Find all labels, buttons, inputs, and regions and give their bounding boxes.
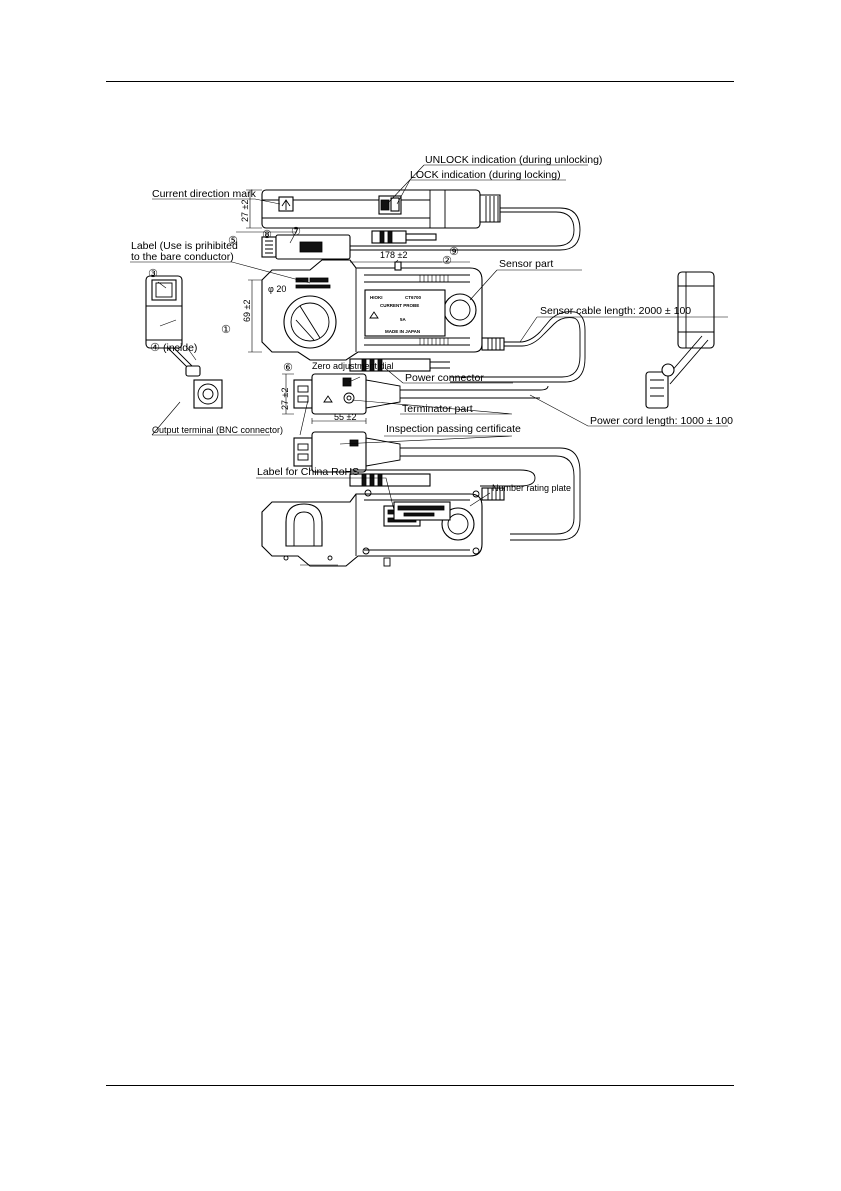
rear-view-cables bbox=[293, 431, 581, 541]
leader-lines bbox=[130, 164, 728, 511]
front-view-sensor: HIOKI CT6700 CURRENT PROBE 5A MADE IN JA… bbox=[242, 250, 483, 361]
inside-label: (inside) bbox=[163, 342, 197, 354]
callout-3: ③ bbox=[148, 268, 158, 280]
zero-adjustment-dial-label: Zero adjustment dial bbox=[312, 361, 394, 371]
current-direction-arrow-icon bbox=[281, 199, 291, 210]
inspection-certificate-label: Inspection passing certificate bbox=[386, 423, 521, 435]
dim-height: 69 ±2 bbox=[242, 300, 252, 322]
device-product-name: CURRENT PROBE bbox=[380, 303, 419, 308]
label-warning-line1: Label (Use is prihibited bbox=[131, 240, 238, 252]
number-rating-plate-label: Number rating plate bbox=[492, 483, 571, 493]
dim-length: 178 ±2 bbox=[380, 250, 407, 260]
callout-7: ⑦ bbox=[291, 226, 301, 238]
dim-terminator-thickness: 27 ±2 bbox=[280, 388, 290, 410]
callout-9: ⑨ bbox=[449, 246, 459, 258]
callout-8: ⑧ bbox=[262, 229, 272, 241]
output-terminal-label: Output terminal (BNC connector) bbox=[152, 425, 283, 435]
device-rating: 5A bbox=[400, 317, 407, 322]
rear-view-sensor bbox=[261, 489, 483, 567]
terminator-warning-icon bbox=[323, 395, 333, 403]
device-brand: HIOKI bbox=[370, 295, 383, 300]
label-warning-line2: to the bare conductor) bbox=[131, 251, 234, 263]
strain-relief-top bbox=[485, 196, 499, 222]
callout-4: ④ bbox=[150, 342, 160, 354]
footer-rule bbox=[106, 1085, 734, 1086]
right-side-view bbox=[645, 271, 715, 409]
device-model: CT6700 bbox=[405, 295, 422, 300]
dim-terminator-length: 55 ±2 bbox=[334, 412, 356, 422]
terminator-part-label: Terminator part bbox=[402, 403, 473, 415]
header-rule bbox=[106, 81, 734, 82]
unlock-indication-label: UNLOCK indication (during unlocking) bbox=[425, 154, 602, 166]
sensor-cable-top bbox=[320, 207, 581, 251]
callouts: ① ② ③ ④ ⑤ ⑥ ⑦ ⑧ ⑨ bbox=[148, 226, 459, 374]
left-side-view bbox=[145, 275, 223, 409]
callout-2: ② bbox=[442, 255, 452, 267]
power-connector-label: Power connector bbox=[405, 372, 484, 384]
power-connector-front bbox=[349, 358, 450, 372]
current-direction-mark-label: Current direction mark bbox=[152, 188, 257, 200]
top-view-sensor: 27 ±2 bbox=[240, 189, 501, 229]
power-connector-top bbox=[371, 230, 437, 244]
callout-1: ① bbox=[221, 324, 231, 336]
china-rohs-label: Label for China RoHS bbox=[257, 466, 359, 478]
power-cord-length-label: Power cord length: 1000 ± 100 bbox=[590, 415, 733, 427]
sensor-part-label: Sensor part bbox=[499, 258, 553, 270]
device-made-in: MADE IN JAPAN bbox=[385, 329, 420, 334]
front-view-plug bbox=[481, 337, 505, 351]
labels: UNLOCK indication (during unlocking) LOC… bbox=[131, 154, 733, 493]
lock-indication-label: LOCK indication (during locking) bbox=[410, 169, 561, 181]
dim-jaw-diameter: φ 20 bbox=[268, 284, 286, 294]
sensor-cable-length-label: Sensor cable length: 2000 ± 100 bbox=[540, 305, 691, 317]
bnc-top bbox=[261, 234, 351, 260]
warning-triangle-icon bbox=[369, 311, 379, 319]
callout-6: ⑥ bbox=[283, 362, 293, 374]
dim-thickness: 27 ±2 bbox=[240, 200, 250, 222]
sensor-cable-loop bbox=[450, 311, 586, 383]
callout-5: ⑤ bbox=[228, 235, 238, 247]
terminator-front: 27 ±2 55 ±2 bbox=[280, 373, 549, 424]
